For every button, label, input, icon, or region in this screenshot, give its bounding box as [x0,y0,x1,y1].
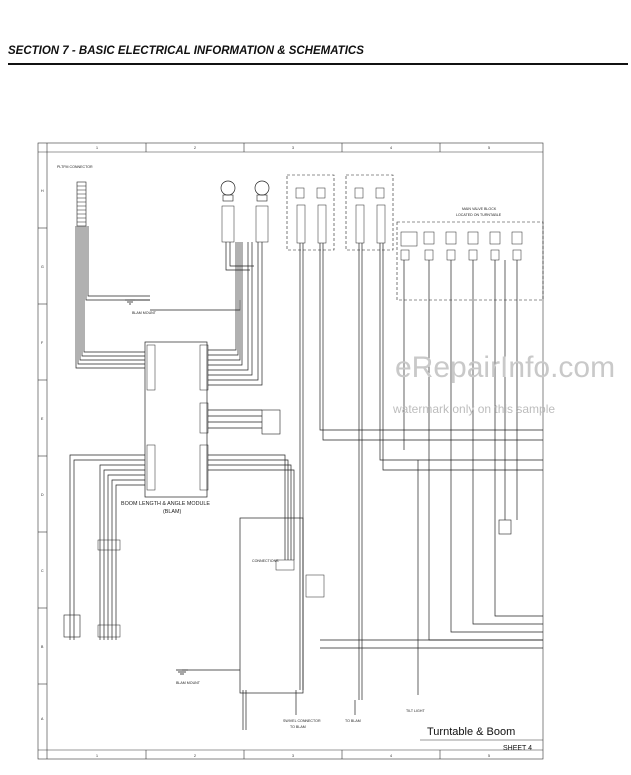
sheet-number: SHEET 4 [503,745,532,752]
tilt-light-label: TILT LIGHT [406,709,425,713]
title-block: Turntable & Boom SHEET 4 [420,726,543,752]
main-valve-label: MAIN VALVE BLOCK [462,207,497,211]
right-connector [498,519,512,535]
watermark-note: watermark only on this sample [392,402,555,416]
sensor-box-1 [286,174,335,251]
col-1-bottom: 1 [96,754,98,758]
round-connectors [220,180,270,243]
drawing-frame [37,142,544,760]
row-C: C [41,569,44,573]
watermark-brand: eRepairInfo.com [395,351,615,384]
blam-abbr-label: (BLAM) [163,509,181,515]
col-4-bottom: 4 [390,754,392,758]
section-title: SECTION 7 - BASIC ELECTRICAL INFORMATION… [8,45,364,57]
to-blam-label-1: TO BLAM [290,725,306,729]
blam-module: BOOM LENGTH & ANGLE MODULE (BLAM) [121,341,210,515]
column-markers: 1 2 3 4 5 1 2 3 4 5 [96,143,490,759]
col-5-bottom: 5 [488,754,490,758]
platform-connector-label: PLTFM CONNECTOR [57,165,93,169]
watermark: eRepairInfo.com watermark only on this s… [392,351,615,416]
blam-label: BOOM LENGTH & ANGLE MODULE [121,501,210,507]
row-H: H [41,189,44,193]
ground-symbol: BLAM MOUNT [125,299,157,315]
row-G: G [41,265,44,269]
col-3-bottom: 3 [292,754,294,758]
col-3: 3 [292,146,294,150]
row-E: E [41,417,44,421]
wire-bundle-top [208,242,263,386]
main-valve-sub-label: LOCATED ON TURNTABLE [456,213,502,217]
ground-symbol-lower: BLAM MOUNT [176,669,240,685]
blam-mount-label-top: BLAM MOUNT [132,311,157,315]
schematic-title: Turntable & Boom [427,726,515,738]
blam-mount-label-bottom: BLAM MOUNT [176,681,201,685]
col-5: 5 [488,146,490,150]
row-markers: H G F E D C B A [38,189,47,721]
wire-bundle-left [75,226,150,369]
col-1: 1 [96,146,98,150]
col-4: 4 [390,146,392,150]
row-B: B [41,645,44,649]
middle-connector [208,409,281,435]
sensor-box-2 [345,174,394,251]
row-A: A [41,717,44,721]
wire-bundle-vertical [299,243,543,700]
connections-label: CONNECTIONS [252,559,279,563]
col-2-bottom: 2 [194,754,196,758]
to-blam-label-2: TO BLAM [345,719,361,723]
col-2: 2 [194,146,196,150]
main-valve-block: MAIN VALVE BLOCK LOCATED ON TURNTABLE [396,207,544,301]
platform-connector: PLTFM CONNECTOR [57,165,93,227]
swivel-connector-label: SWIVEL CONNECTOR [283,719,321,723]
row-D: D [41,493,44,497]
connections-box: CONNECTIONS [208,454,325,694]
lower-left-harness [63,454,145,640]
header-rule [8,63,628,65]
row-F: F [41,341,44,345]
bottom-wires: SWIVEL CONNECTOR TO BLAM TO BLAM TILT LI… [242,639,543,730]
